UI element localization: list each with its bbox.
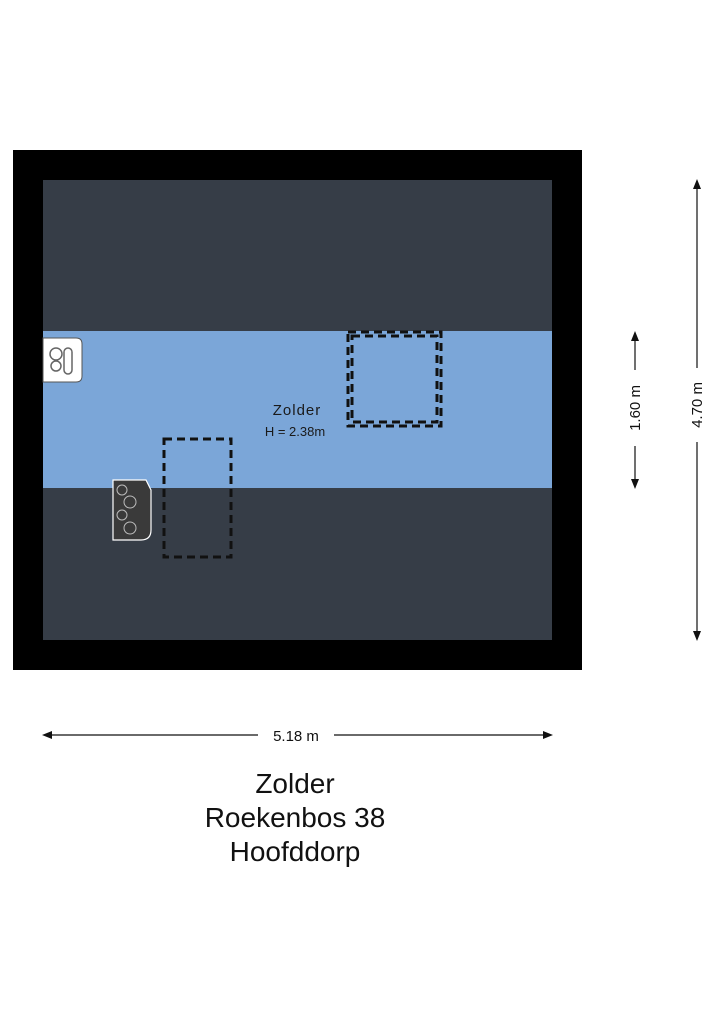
title-line-2: Roekenbos 38 (204, 802, 386, 833)
stove-icon (112, 479, 152, 541)
title-line-1: Zolder (255, 768, 335, 799)
width-dimension: 5.18 m (273, 728, 319, 745)
title-line-3: Hoofddorp (229, 836, 361, 867)
depth-dimension: 4.70 m (689, 382, 706, 428)
standing-height-area (43, 331, 552, 488)
depth-dimension-line (693, 179, 701, 641)
skylight-outline (346, 330, 443, 428)
width-dimension-line (42, 731, 553, 739)
room-name: Zolder (273, 402, 322, 419)
room-height: H = 2.38m (265, 424, 325, 439)
boiler-icon (42, 337, 83, 383)
hatch-outline (162, 437, 233, 559)
headroom-dimension: 1.60 m (627, 385, 644, 431)
headroom-dimension-line (631, 331, 639, 489)
